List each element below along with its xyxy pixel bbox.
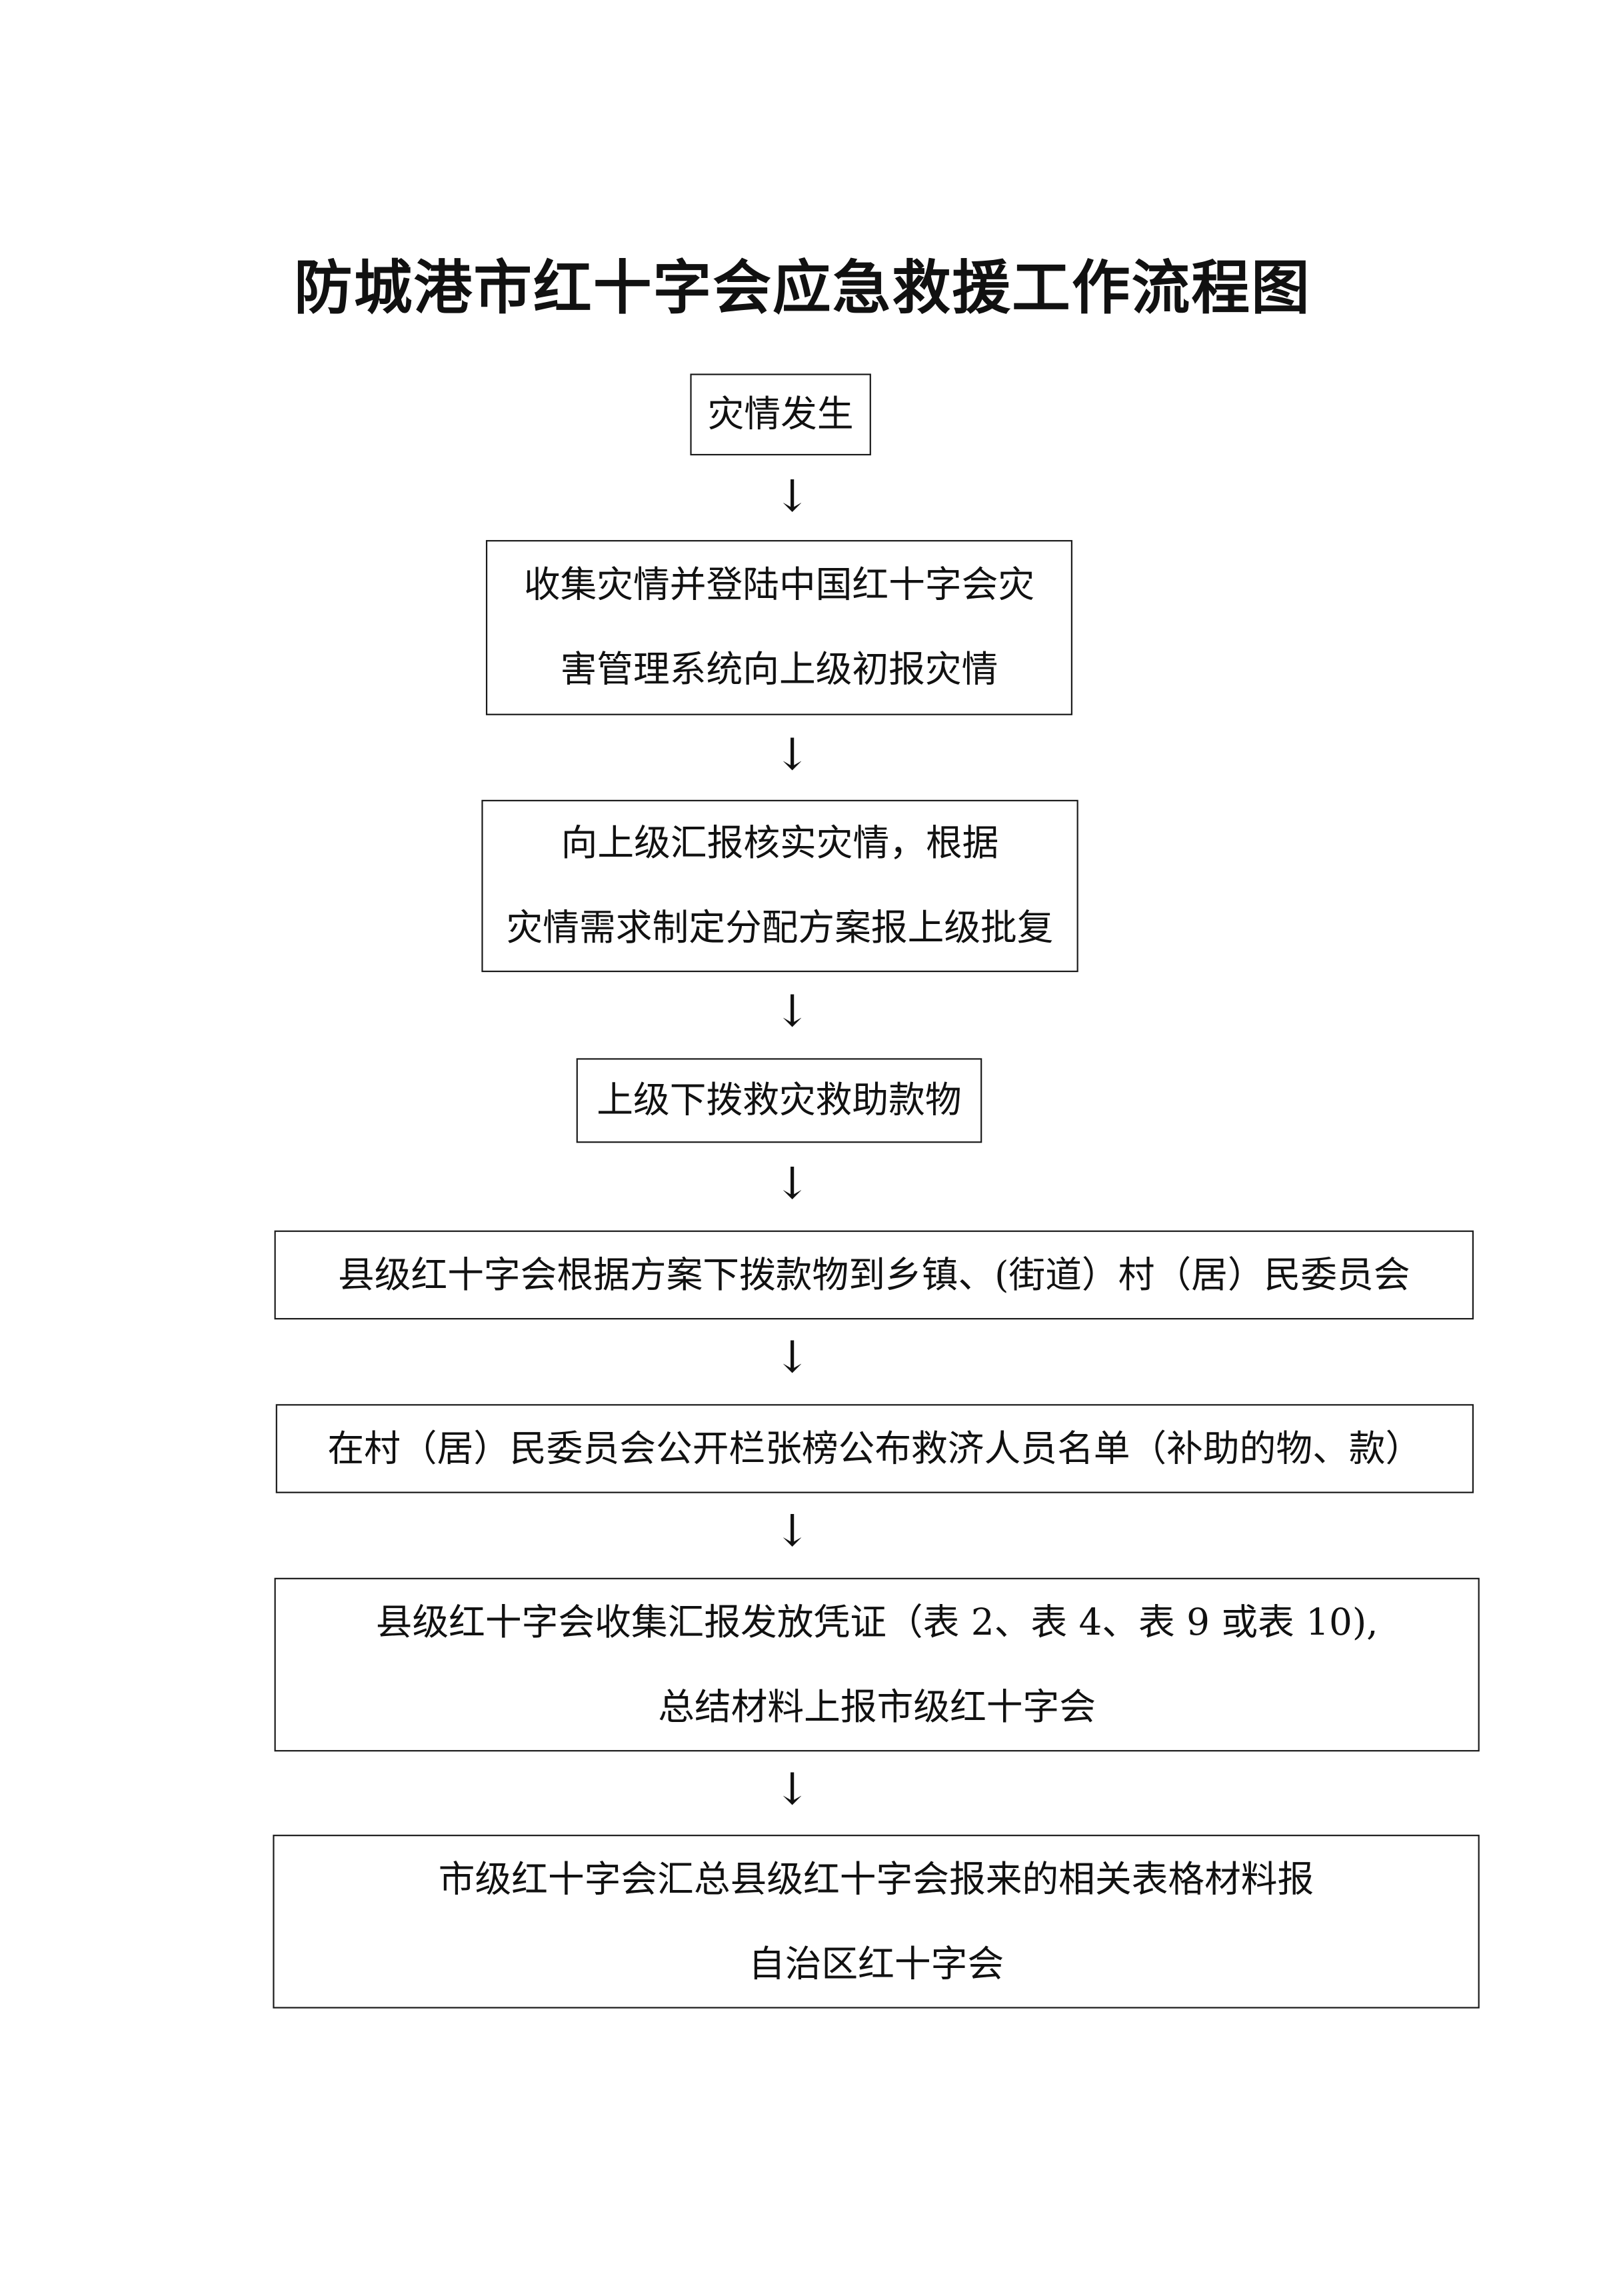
flow-step-3: 向上级汇报核实灾情，根据 灾情需求制定分配方案报上级批复 — [481, 799, 1078, 973]
step-1-line-1: 灾情发生 — [707, 392, 854, 435]
flow-arrow-1: ↓ — [774, 471, 811, 523]
step-8-line-2: 自治区红十字会 — [748, 1941, 1004, 1985]
page-title: 防城港市红十字会应急救援工作流程图 — [294, 255, 1311, 323]
step-3-line-2: 灾情需求制定分配方案报上级批复 — [506, 906, 1054, 949]
flow-step-1: 灾情发生 — [690, 373, 871, 456]
step-7-line-1: 县级红十字会收集汇报发放凭证（表 2、表 4、表 9 或表 10), — [375, 1600, 1378, 1643]
flow-step-2: 收集灾情并登陆中国红十字会灾 害管理系统向上级初报灾情 — [485, 540, 1072, 715]
step-8-line-1: 市级红十字会汇总县级红十字会报来的相关表格材料报 — [438, 1857, 1314, 1900]
flow-arrow-3: ↓ — [774, 987, 811, 1038]
flow-step-7: 县级红十字会收集汇报发放凭证（表 2、表 4、表 9 或表 10), 总结材料上… — [274, 1577, 1480, 1752]
flow-step-4: 上级下拨救灾救助款物 — [576, 1058, 982, 1143]
flow-arrow-2: ↓ — [774, 729, 811, 781]
step-7-line-2: 总结材料上报市级红十字会 — [658, 1685, 1096, 1728]
flow-arrow-5: ↓ — [774, 1332, 811, 1384]
flow-step-5: 县级红十字会根据方案下拨款物到乡镇、(街道）村（居）民委员会 — [274, 1230, 1474, 1320]
step-2-line-1: 收集灾情并登陆中国红十字会灾 — [523, 563, 1035, 606]
flow-step-6: 在村（居）民委员会公开栏张榜公布救济人员名单（补助的物、款） — [275, 1404, 1474, 1493]
step-3-line-1: 向上级汇报核实灾情，根据 — [561, 821, 999, 865]
flow-arrow-4: ↓ — [774, 1159, 811, 1211]
flow-step-8: 市级红十字会汇总县级红十字会报来的相关表格材料报 自治区红十字会 — [273, 1835, 1480, 2009]
step-6-line-1: 在村（居）民委员会公开栏张榜公布救济人员名单（补助的物、款） — [327, 1427, 1422, 1469]
flow-arrow-7: ↓ — [774, 1764, 811, 1816]
step-4-line-1: 上级下拨救灾救助款物 — [597, 1078, 962, 1121]
flow-arrow-6: ↓ — [774, 1506, 811, 1558]
step-5-line-1: 县级红十字会根据方案下拨款物到乡镇、(街道）村（居）民委员会 — [338, 1253, 1410, 1296]
step-2-line-2: 害管理系统向上级初报灾情 — [560, 648, 998, 691]
